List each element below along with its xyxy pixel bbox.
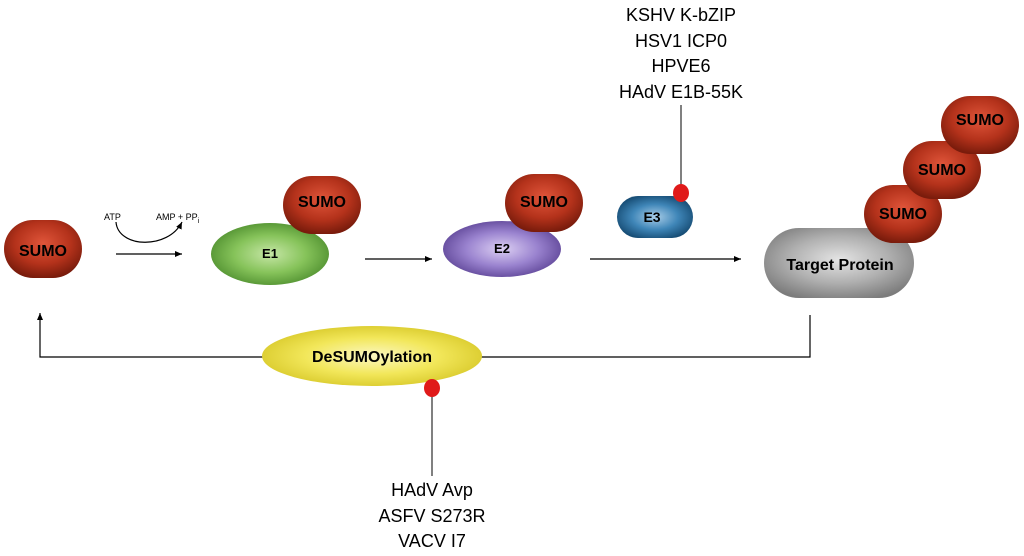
- amp-subscript: i: [198, 218, 200, 225]
- chain-sumo-1-shape: [864, 185, 942, 243]
- chain-sumo-2-label: SUMO: [918, 162, 966, 179]
- e1-node: E1 SUMO: [211, 176, 361, 285]
- e2-label: E2: [494, 241, 510, 256]
- desumo-inhibitor-list: HAdV Avp ASFV S273R VACV I7: [378, 480, 485, 551]
- atp-curved-arrow: [115, 221, 183, 243]
- e3-node: E3: [617, 105, 693, 238]
- free-sumo-node: SUMO: [4, 220, 82, 278]
- atp-reaction: ATP AMP + PPi: [104, 212, 200, 257]
- e3-shape: [617, 196, 693, 238]
- e1-sumo-shape: [283, 176, 361, 234]
- sumo-chain: SUMO SUMO SUMO: [864, 96, 1019, 243]
- e3-inhibitor-item: HAdV E1B-55K: [619, 82, 743, 102]
- chain-sumo-1-label: SUMO: [879, 206, 927, 223]
- desumoylation-ellipse: [262, 326, 482, 386]
- e3-inhibitor-list: KSHV K-bZIP HSV1 ICP0 HPVE6 HAdV E1B-55K: [619, 5, 743, 102]
- chain-sumo-2-shape: [903, 141, 981, 199]
- desumoylation-label: DeSUMOylation: [312, 349, 432, 366]
- target-protein-shape: [764, 228, 914, 298]
- target-protein-node: Target Protein: [764, 228, 914, 298]
- e2-sumo-shape: [505, 174, 583, 232]
- chain-sumo-3-shape: [941, 96, 1019, 154]
- e1-sumo-label: SUMO: [298, 194, 346, 211]
- e3-label: E3: [643, 209, 660, 225]
- e1-ellipse: [211, 223, 329, 285]
- desumo-inhibitor-item: HAdV Avp: [391, 480, 473, 500]
- e2-sumo-label: SUMO: [520, 194, 568, 211]
- desumo-inhibitor-dot: [424, 379, 440, 397]
- chain-sumo-3-label: SUMO: [956, 112, 1004, 129]
- atp-label: ATP: [104, 212, 121, 222]
- amp-label-main: AMP + PP: [156, 212, 198, 222]
- e3-inhibitor-item: KSHV K-bZIP: [626, 5, 736, 25]
- desumo-inhibitor-item: ASFV S273R: [378, 506, 485, 526]
- e3-inhibitor-dot: [673, 184, 689, 202]
- e3-inhibitor-item: HSV1 ICP0: [635, 31, 727, 51]
- desumoylation-loop: DeSUMOylation: [37, 313, 811, 476]
- e3-inhibitor-item: HPVE6: [651, 56, 710, 76]
- e1-label: E1: [262, 246, 278, 261]
- free-sumo-label: SUMO: [19, 243, 67, 260]
- e2-ellipse: [443, 221, 561, 277]
- amp-label: AMP + PPi: [156, 212, 200, 225]
- target-protein-label: Target Protein: [786, 257, 893, 274]
- desumo-inhibitor-item: VACV I7: [398, 531, 466, 551]
- e2-node: E2 SUMO: [443, 174, 583, 277]
